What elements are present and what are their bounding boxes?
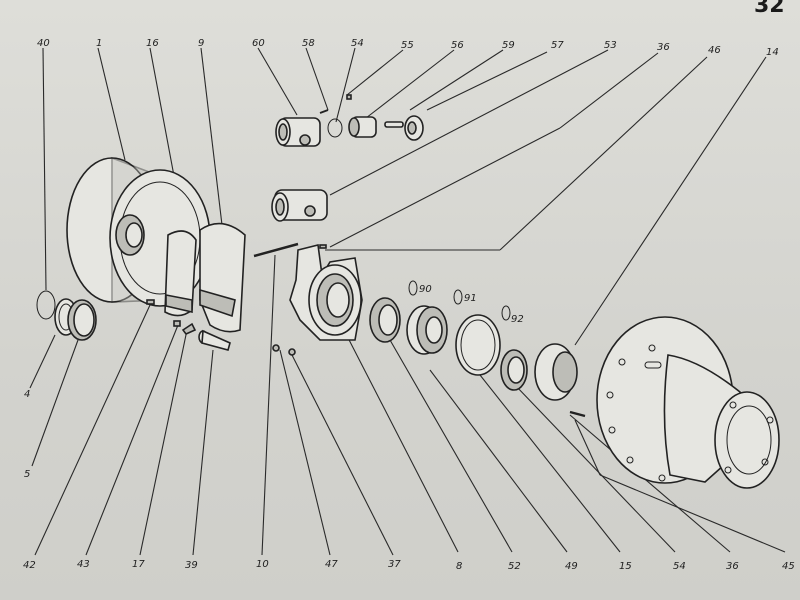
label-17: 17 <box>132 559 145 570</box>
label-36-bottom: 36 <box>726 561 739 572</box>
screw-part-43 <box>173 320 181 327</box>
o-ring-part-92 <box>501 305 511 321</box>
label-57: 57 <box>551 40 564 51</box>
label-8: 8 <box>456 561 462 572</box>
nut-part-37 <box>288 348 296 356</box>
part-labels-left: 4 5 <box>24 389 30 480</box>
label-45: 45 <box>782 561 795 572</box>
label-58: 58 <box>302 38 315 49</box>
label-1: 1 <box>96 38 102 49</box>
label-5: 5 <box>24 469 30 480</box>
bleeder-part-58 <box>319 109 329 114</box>
label-42: 42 <box>23 560 36 571</box>
o-ring-part-90 <box>408 280 418 296</box>
cap-part-55 <box>346 94 352 100</box>
label-59: 59 <box>502 40 515 51</box>
piston-part-56 <box>348 116 377 138</box>
hub-collar-part-14 <box>534 343 578 401</box>
screw-part-47 <box>272 344 280 352</box>
leader-lines <box>29 47 786 556</box>
label-15: 15 <box>619 561 632 572</box>
label-54-bottom: 54 <box>673 561 686 572</box>
circlip-part-40 <box>36 290 56 320</box>
label-52: 52 <box>508 561 521 572</box>
backing-plate-part-8 <box>289 244 363 341</box>
label-46: 46 <box>708 45 721 56</box>
bearing-part-5 <box>67 299 97 341</box>
wheel-cylinder-part-53 <box>271 189 328 222</box>
label-10: 10 <box>256 559 269 570</box>
seal-part-52 <box>369 297 401 343</box>
label-40: 40 <box>37 38 50 49</box>
bolt-part-36b <box>569 410 586 418</box>
wheel-cylinder-part-60 <box>275 117 321 147</box>
label-43: 43 <box>77 559 90 570</box>
dust-cap-part-57 <box>404 115 424 141</box>
label-56: 56 <box>451 40 464 51</box>
bearing-cup-part-54 <box>500 349 528 391</box>
label-92: 92 <box>511 314 524 325</box>
pin-part-39 <box>198 329 231 351</box>
label-91: 91 <box>464 293 477 304</box>
bearing-part-49 <box>406 305 448 355</box>
push-rod-part-59 <box>384 121 404 128</box>
label-54: 54 <box>351 38 364 49</box>
rod-part-10 <box>253 242 299 258</box>
label-16: 16 <box>146 38 159 49</box>
hub-housing-part-45 <box>596 316 780 489</box>
label-14: 14 <box>766 47 779 58</box>
part-labels-top: 40 1 16 9 60 58 54 55 56 59 57 53 36 46 … <box>37 38 779 58</box>
o-ring-part-91 <box>453 289 463 305</box>
label-49: 49 <box>565 561 578 572</box>
brake-shoe-part-16 <box>164 230 197 317</box>
label-60: 60 <box>252 38 265 49</box>
label-47: 47 <box>325 559 338 570</box>
label-39: 39 <box>185 560 198 571</box>
spacer-ring-part-15 <box>455 314 501 376</box>
pin-part-42 <box>146 299 155 305</box>
label-37: 37 <box>388 559 401 570</box>
label-4: 4 <box>24 389 30 400</box>
bolt-part-36 <box>319 244 327 249</box>
label-9: 9 <box>198 38 204 49</box>
brake-shoe-part-9 <box>199 222 246 333</box>
label-53: 53 <box>604 40 617 51</box>
page-number: 32 <box>754 0 785 18</box>
label-55: 55 <box>401 40 414 51</box>
label-90: 90 <box>419 284 432 295</box>
part-labels-bottom: 42 43 17 39 10 47 37 8 52 49 15 54 36 45 <box>23 559 795 572</box>
label-36: 36 <box>657 42 670 53</box>
seal-ring-part-54 <box>327 118 343 138</box>
clip-part-17 <box>181 322 197 335</box>
